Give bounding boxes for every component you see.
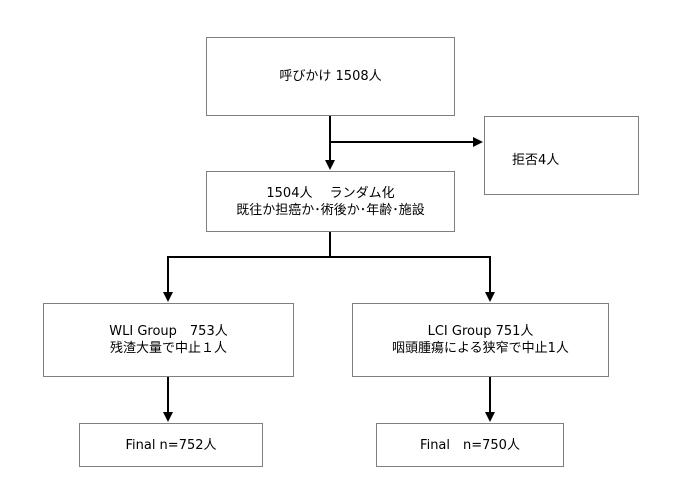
randomize-line1: 1504人 ランダム化: [266, 185, 395, 201]
wli-line2: 残渣大量で中止１人: [109, 341, 227, 356]
invite-text: 呼びかけ 1508人: [279, 69, 382, 84]
wli-line1: WLI Group 753人: [109, 324, 228, 339]
wli-group-box: WLI Group 753人 残渣大量で中止１人: [43, 303, 294, 377]
refusal-box: 拒否4人: [484, 116, 639, 195]
refusal-text: 拒否4人: [512, 153, 560, 168]
lci-group-box: LCI Group 751人 咽頭腫瘍による狭窄で中止1人: [352, 303, 609, 377]
randomize-line2: 既往か担癌か･術後か･年齢･施設: [236, 202, 425, 218]
invite-box: 呼びかけ 1508人: [206, 37, 455, 116]
lci-line2: 咽頭腫瘍による狭窄で中止1人: [392, 341, 569, 356]
final-lci-text: Final n=750人: [420, 437, 520, 453]
lci-line1: LCI Group 751人: [427, 324, 534, 339]
final-wli-box: Final n=752人: [79, 423, 263, 467]
randomize-box: 1504人 ランダム化 既往か担癌か･術後か･年齢･施設: [206, 171, 455, 232]
final-lci-box: Final n=750人: [376, 423, 564, 467]
final-wli-text: Final n=752人: [125, 437, 217, 453]
